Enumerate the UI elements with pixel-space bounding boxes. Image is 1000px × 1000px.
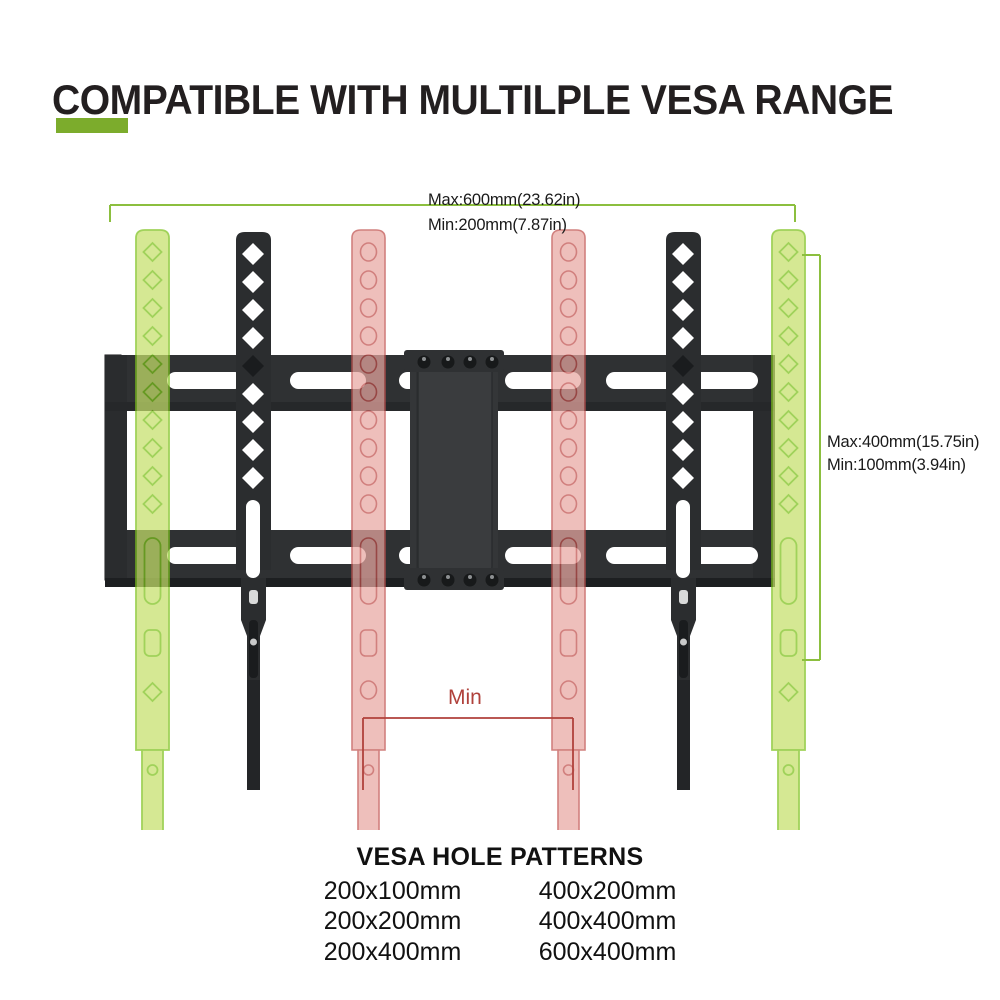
vesa-diagram [0,150,1000,830]
vesa-hole-patterns-section: VESA HOLE PATTERNS 200x100mm 400x200mm 2… [0,842,1000,967]
vesa-pattern-grid: 200x100mm 400x200mm 200x200mm 400x400mm … [300,876,700,968]
height-dimension-bracket [802,254,821,661]
pattern-row: 200x100mm 400x200mm [300,876,700,907]
min-span-label: Min [448,686,482,709]
height-dimension-min-label: Min:100mm(3.94in) [827,456,966,474]
tv-arm-black-left [236,232,271,790]
center-mount-plate [404,350,504,590]
vesa-arm-red-left [351,229,386,830]
vesa-arm-green-left [135,229,170,830]
width-dimension-max-label: Max:600mm(23.62in) [428,191,581,209]
pattern-row: 200x200mm 400x400mm [300,906,700,937]
width-dimension-bracket [109,204,796,222]
min-width-bracket [362,717,574,790]
vesa-arm-red-right [551,229,586,830]
pattern-value: 200x200mm [323,907,462,935]
tv-arm-black-right [666,232,701,790]
height-dimension-max-label: Max:400mm(15.75in) [827,433,980,451]
pattern-value: 400x200mm [538,876,677,905]
vesa-arm-green-right [771,229,806,830]
pattern-value: 600x400mm [538,937,677,966]
pattern-row: 200x400mm 600x400mm [300,937,700,968]
width-dimension-min-label: Min:200mm(7.87in) [428,216,567,234]
title-accent-bar [56,118,128,133]
pattern-value: 400x400mm [538,907,677,935]
vesa-hole-patterns-title: VESA HOLE PATTERNS [356,843,644,871]
page-title: COMPATIBLE WITH MULTILPLE VESA RANGE [52,76,894,124]
pattern-value: 200x400mm [323,937,462,966]
pattern-value: 200x100mm [323,876,462,905]
